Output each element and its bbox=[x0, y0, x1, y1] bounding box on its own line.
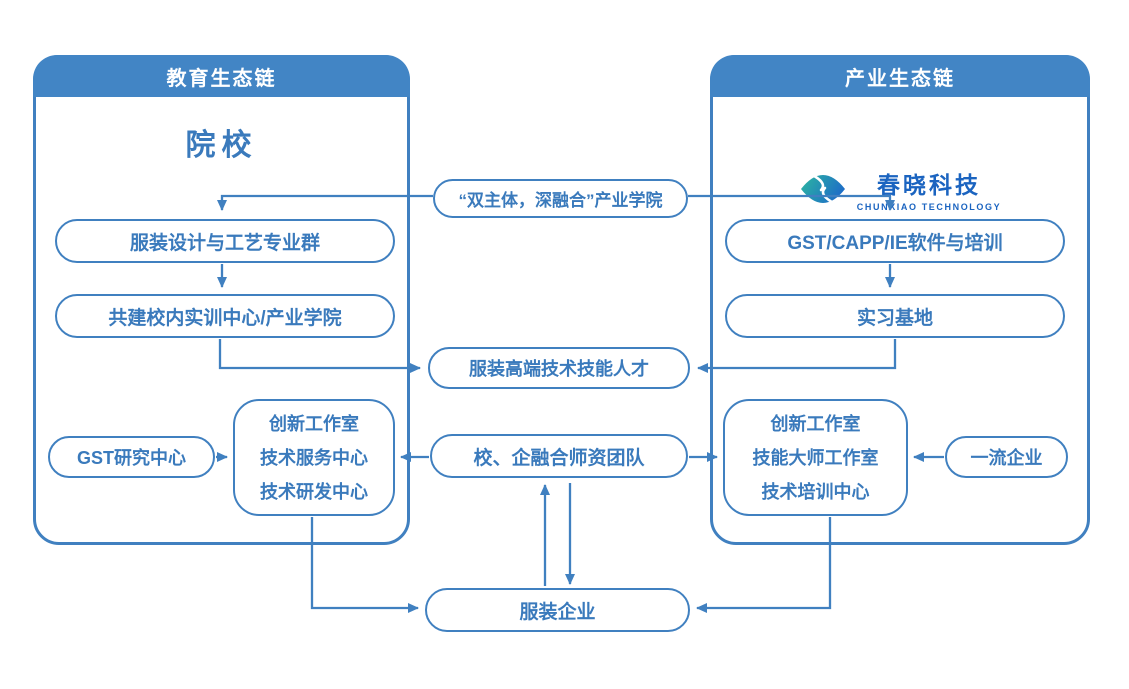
node-dual-subject-industry-college: “双主体，深融合”产业学院 bbox=[433, 179, 688, 218]
node-label: 服装设计与工艺专业群 bbox=[129, 232, 320, 254]
node-label: 共建校内实训中心/产业学院 bbox=[108, 307, 342, 329]
node-gst-capp-ie-software-training: GST/CAPP/IE软件与培训 bbox=[725, 219, 1065, 263]
node-high-end-talent: 服装高端技术技能人才 bbox=[428, 347, 690, 389]
node-label: 服装企业 bbox=[519, 601, 596, 623]
node-line: 技能大师工作室 bbox=[752, 447, 879, 468]
node-line: 技术培训中心 bbox=[761, 481, 870, 502]
school-title: 院校 bbox=[185, 129, 258, 162]
node-fashion-design-major-group: 服装设计与工艺专业群 bbox=[55, 219, 395, 263]
node-label: 校、企融合师资团队 bbox=[473, 447, 645, 469]
education-chain-header-label: 教育生态链 bbox=[166, 67, 277, 90]
logo-company-name-en: CHUNXIAO TECHNOLOGY bbox=[856, 202, 1002, 212]
node-gst-research-center: GST研究中心 bbox=[48, 436, 215, 478]
node-label: 一流企业 bbox=[970, 448, 1043, 468]
logo-company-name: 春晓科技 bbox=[877, 172, 981, 198]
node-fashion-enterprise: 服装企业 bbox=[425, 588, 690, 632]
node-label: 实习基地 bbox=[856, 307, 933, 329]
node-label: GST/CAPP/IE软件与培训 bbox=[787, 232, 1003, 254]
node-line: 创新工作室 bbox=[770, 413, 861, 434]
node-education-centers: 创新工作室 技术服务中心 技术研发中心 bbox=[233, 399, 395, 516]
education-chain-header: 教育生态链 bbox=[33, 55, 410, 97]
industry-chain-header: 产业生态链 bbox=[710, 55, 1090, 97]
node-label: GST研究中心 bbox=[76, 448, 186, 468]
node-line: 技术研发中心 bbox=[260, 481, 368, 502]
node-campus-training-center: 共建校内实训中心/产业学院 bbox=[55, 294, 395, 338]
industry-chain-header-label: 产业生态链 bbox=[845, 67, 955, 90]
node-line: 技术服务中心 bbox=[260, 447, 368, 468]
node-internship-base: 实习基地 bbox=[725, 294, 1065, 338]
node-first-class-enterprise: 一流企业 bbox=[945, 436, 1068, 478]
node-school-enterprise-teaching-team: 校、企融合师资团队 bbox=[430, 434, 688, 478]
node-label: 服装高端技术技能人才 bbox=[469, 359, 649, 379]
node-label: “双主体，深融合”产业学院 bbox=[458, 191, 663, 210]
chunxiao-logo-eye-icon bbox=[800, 175, 845, 203]
node-line: 创新工作室 bbox=[269, 413, 359, 434]
node-industry-centers: 创新工作室 技能大师工作室 技术培训中心 bbox=[723, 399, 908, 516]
